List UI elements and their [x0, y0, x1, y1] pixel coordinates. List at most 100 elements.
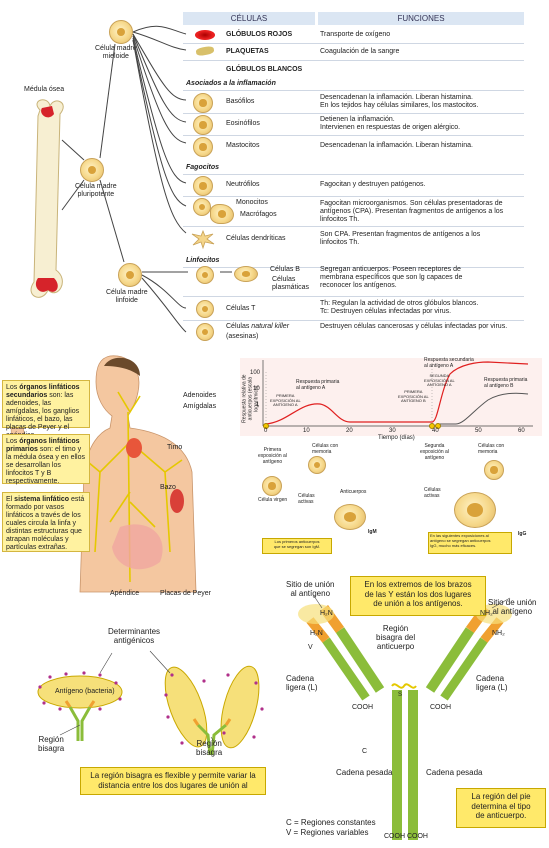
platelet-name: PLAQUETAS: [226, 48, 269, 55]
appendix-label: Apéndice: [110, 590, 140, 597]
xtick-30: 30: [389, 428, 396, 434]
divider: [183, 135, 524, 136]
b-cell-function: Segregan anticuerpos. Poseen receptores …: [320, 266, 463, 290]
tonsils-label: Amígdalas: [183, 403, 217, 410]
macrophage-cell: [210, 204, 234, 224]
second-exposure-label: SEGUNDA EXPOSICIÓN AL ANTÍGENO A: [424, 373, 455, 388]
xtick-40: 40: [432, 428, 439, 434]
antigenic-determinants-label: Determinantes antigénicos: [108, 627, 161, 646]
box3-text-bold: sistema linfático: [14, 496, 70, 503]
box1-text-c: son: las adenoides, las amígdalas, los g…: [6, 392, 80, 439]
box3-text-a: El: [6, 496, 15, 503]
lymphatic-system-box: El sistema linfático está formado por va…: [2, 492, 90, 552]
divider: [183, 43, 524, 44]
ytick-100: 100: [250, 370, 261, 376]
nh2-label-1: NH₂: [480, 610, 493, 617]
rbc-function: Transporte de oxígeno: [320, 31, 391, 38]
nk-italic: natural killer: [251, 323, 290, 330]
antigen-bacteria-label: Antígeno (bacteria): [55, 688, 115, 695]
heavy-chain-left-label: Cadena pesada: [336, 768, 393, 777]
neutrophil-function: Fagocitan y destruyen patógenos.: [320, 181, 426, 188]
antigen-binding-panel: Determinantes antigénicos Antígeno (bact…: [0, 625, 280, 800]
immune-response-panel: Respuesta relativa de anticuerpos (escal…: [228, 352, 546, 562]
b-cell: [196, 266, 214, 284]
xtick-0: 0: [264, 428, 268, 434]
divider: [183, 196, 524, 197]
wbc-title: GLÓBULOS BLANCOS: [226, 66, 303, 73]
virgin-cell-label: Célula virgen: [258, 497, 288, 503]
lymphocytes-title: Linfocitos: [186, 257, 220, 264]
bacteria-binding-illustration: [37, 650, 264, 756]
antibodies-label: Anticuerpos: [340, 489, 367, 495]
first-exposure-label: Primera exposición al antígeno: [258, 447, 287, 465]
divider: [183, 174, 524, 175]
active-cells-1: [334, 504, 366, 530]
phagocytes-title: Fagocitos: [186, 164, 220, 171]
rbc-name: GLÓBULOS ROJOS: [226, 31, 293, 38]
peyer-label: Placas de Peyer: [160, 590, 211, 597]
plasma-cell-name: Células plasmáticas: [272, 276, 309, 292]
secondary-response-a-label: Respuesta secundaria al antígeno A: [424, 357, 474, 369]
myeloid-stem-cell: [109, 20, 133, 44]
monocyte-name: Monocitos: [236, 199, 268, 206]
second-exposure-flow-label: Segunda exposición al antígeno: [420, 443, 449, 461]
light-chain-right-label: Cadena ligera (L): [476, 674, 508, 693]
hinge-region-label-1: Región bisagra: [38, 735, 65, 754]
basophil-function: Desencadenan la inflamación. Liberan his…: [320, 94, 479, 110]
spleen-label: Bazo: [160, 484, 176, 491]
bone-illustration: [30, 99, 64, 298]
divider: [183, 90, 524, 91]
h2n-label-2: H₂N: [310, 630, 323, 637]
divider: [183, 113, 524, 114]
box2-text-a: Los: [6, 438, 20, 445]
macrophage-name: Macrófagos: [240, 211, 277, 218]
memory-cells-label-1: Células con memoria: [312, 443, 339, 455]
neutrophil-cell: [193, 176, 213, 196]
cooh-label-stem: COOH COOH: [384, 833, 428, 840]
pluripotent-stem-cell: [80, 158, 104, 182]
variable-region-v: V: [308, 644, 313, 651]
divider: [183, 296, 524, 297]
antibody-structure-panel: Sitio de unión al antígeno Sitio de unió…: [280, 568, 549, 848]
heavy-chain-right-label: Cadena pesada: [426, 768, 483, 777]
antibody-hinge-label: Región bisagra del anticuerpo: [376, 624, 416, 652]
box3-text-c: está formado por vasos linfáticos a trav…: [6, 496, 85, 552]
cooh-label-right: COOH: [430, 704, 451, 711]
thymus-label: Timo: [167, 444, 183, 451]
active-cells-label-1: Células activas: [298, 493, 315, 505]
divider: [183, 226, 524, 227]
memory-cells-1: [308, 456, 326, 474]
eosinophil-cell: [193, 115, 213, 135]
active-cells-label-2: Células activas: [424, 487, 441, 499]
memory-cells-2: [484, 460, 504, 480]
binding-site-note: En los extremos de los brazos de las Y e…: [350, 576, 486, 616]
h2n-label-1: H₂N: [320, 610, 333, 617]
hinge-region-label-2: Región bisagra: [196, 739, 223, 758]
igm-label: IgM: [368, 529, 377, 535]
eosinophil-name: Eosinófilos: [226, 120, 260, 127]
graph-background: [240, 358, 542, 436]
foot-region-note: La región del pie determina el tipo de a…: [456, 788, 546, 828]
mast-cell: [193, 137, 213, 157]
t-cell-function: Th: Regulan la actividad de otros glóbul…: [320, 300, 479, 316]
igm-note: Los primeros anticuerpos que se segregan…: [262, 538, 332, 554]
functions-column-header: FUNCIONES: [318, 12, 524, 25]
box1-text-bold: órganos linfáticos secundarios: [6, 384, 80, 400]
adenoids-label: Adenoides: [183, 392, 217, 399]
neutrophil-name: Neutrófilos: [226, 181, 260, 188]
nk-cell-name: Células natural killer: [226, 323, 289, 331]
t-cell-name: Células T: [226, 305, 256, 312]
binding-site-left-label: Sitio de unión al antígeno: [286, 580, 335, 599]
lineage-arrows: [61, 25, 232, 333]
inflammation-title: Asociados a la inflamación: [186, 80, 276, 87]
cooh-label-left: COOH: [352, 704, 373, 711]
virgin-cell: [262, 476, 282, 496]
primary-response-b-label: Respuesta primaria al antígeno B: [484, 377, 528, 389]
rbc-icon: [195, 30, 215, 40]
nk-cell-function: Destruyen células cancerosas y células i…: [320, 323, 508, 330]
memory-cells-label-2: Células con memoria: [478, 443, 505, 455]
lymphoid-stem-cell: [118, 263, 142, 287]
t-cell: [196, 300, 214, 318]
dendritic-function: Son CPA. Presentan fragmentos de antígen…: [320, 231, 481, 247]
box1-text-a: Los: [6, 384, 20, 391]
